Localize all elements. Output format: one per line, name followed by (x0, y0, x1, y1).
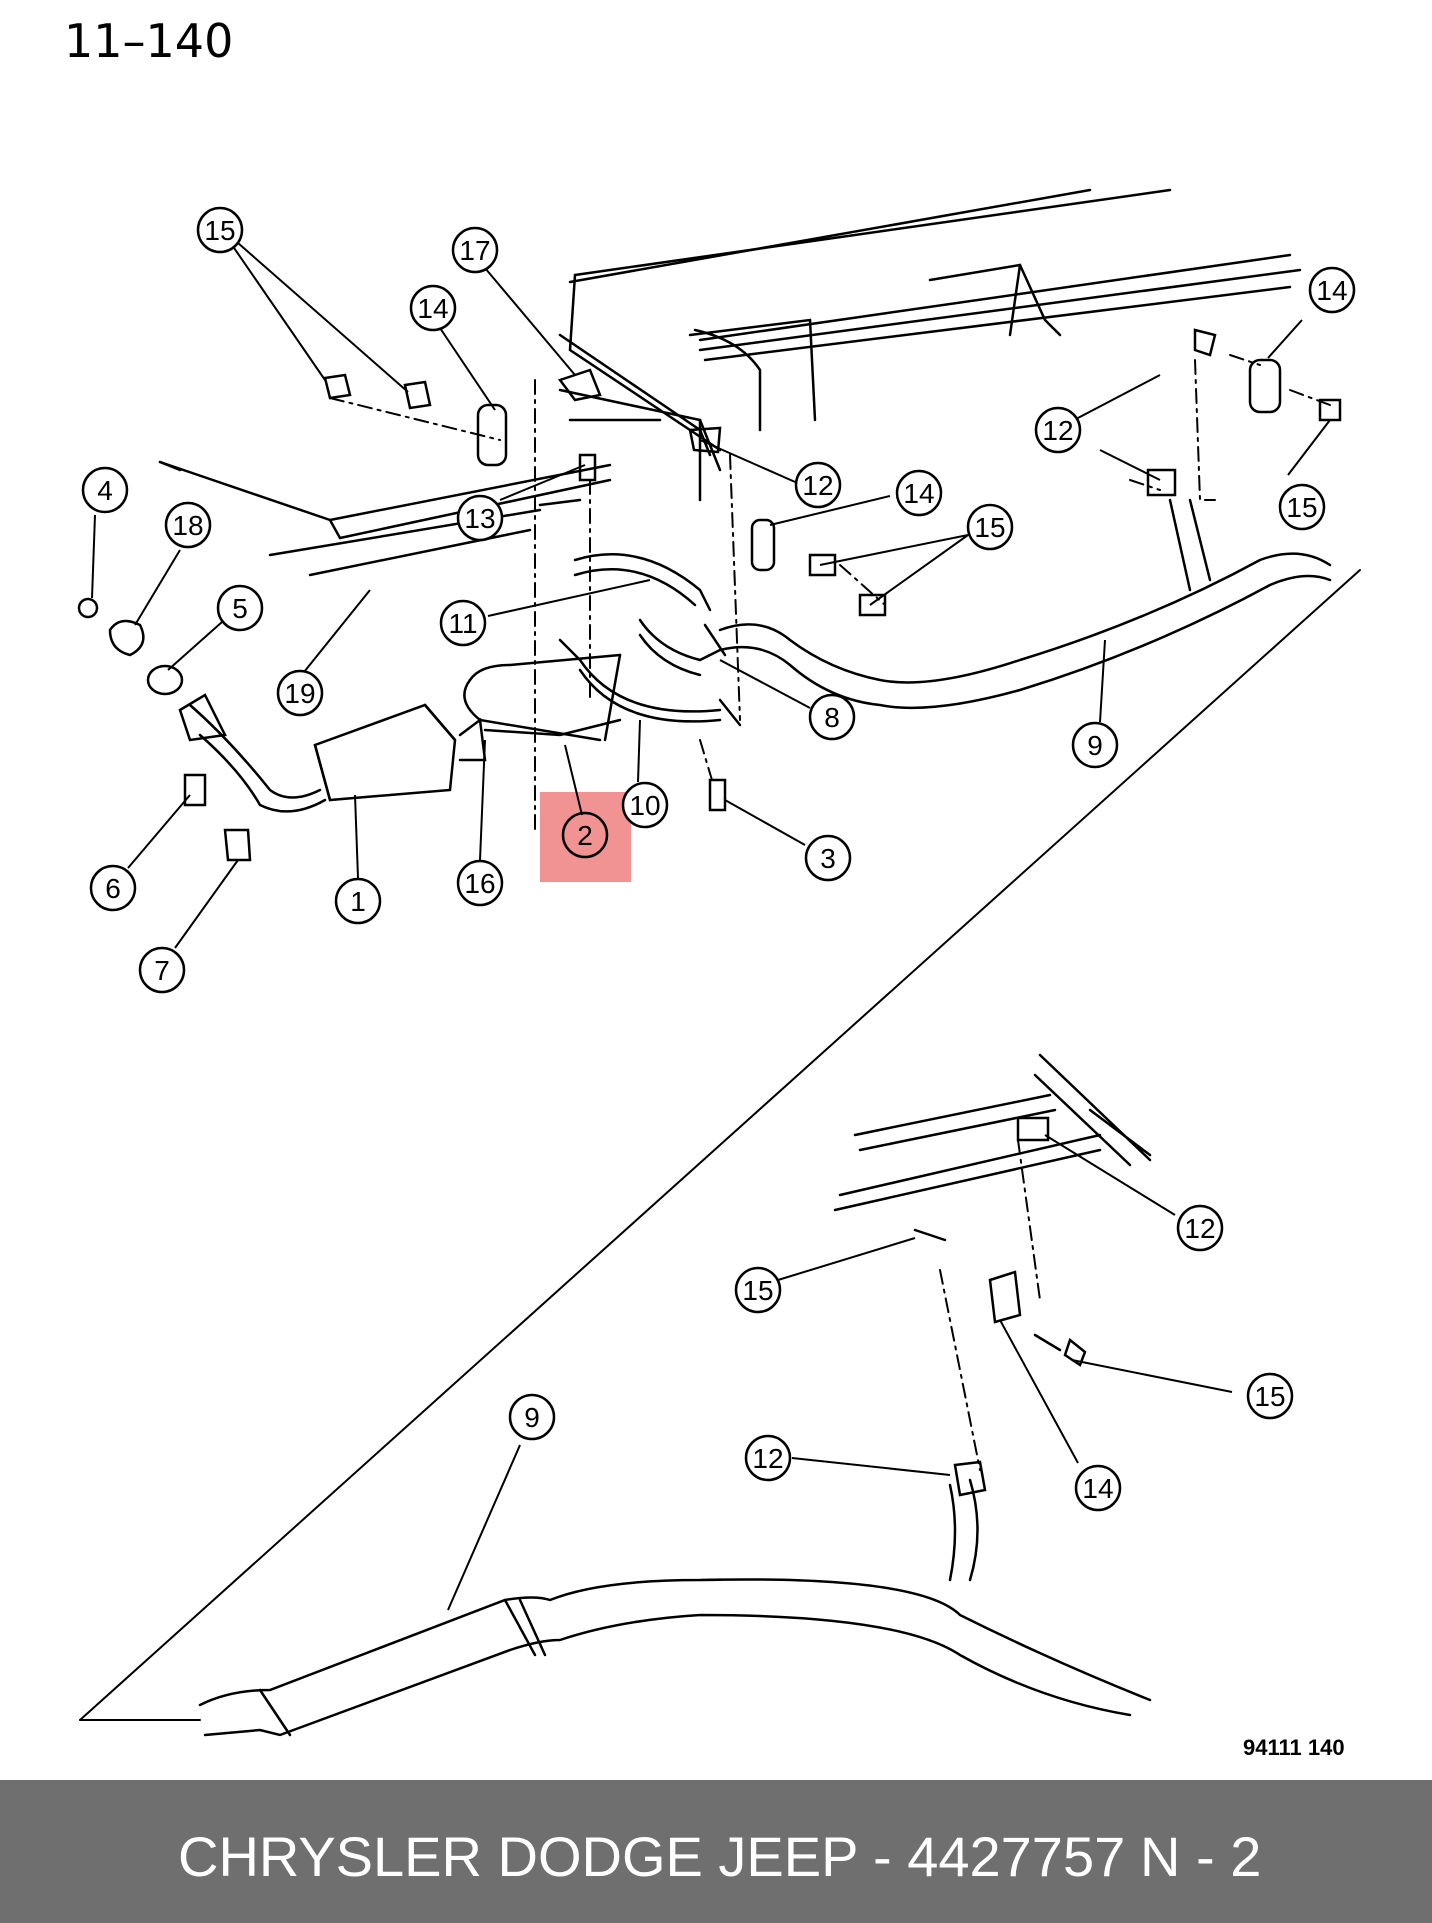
callout-1: 1 (334, 877, 382, 925)
svg-text:4: 4 (97, 475, 113, 506)
exhaust-system-diagram: 15 17 14 14 12 12 13 15 14 15 4 18 5 11 … (77, 188, 1361, 1737)
callout-18: 18 (164, 501, 212, 549)
callout-12: 12 (1034, 406, 1082, 454)
svg-text:15: 15 (974, 512, 1005, 543)
callout-11: 11 (439, 599, 487, 647)
callout-14: 14 (1074, 1464, 1122, 1512)
tailpipe-upper (703, 498, 1332, 710)
tailpipe-lower (198, 1460, 1152, 1737)
svg-text:15: 15 (1286, 492, 1317, 523)
callout-14: 14 (409, 284, 457, 332)
callout-2: 2 (561, 811, 609, 859)
callout-6: 6 (89, 864, 137, 912)
svg-text:10: 10 (629, 790, 660, 821)
callout-16: 16 (456, 859, 504, 907)
svg-text:11: 11 (448, 608, 477, 639)
callout-13: 13 (456, 494, 504, 542)
muffler (463, 653, 622, 742)
svg-text:15: 15 (1254, 1381, 1285, 1412)
figure-number: 94111 140 (1243, 1735, 1345, 1760)
svg-text:1: 1 (350, 886, 366, 917)
svg-text:15: 15 (204, 215, 235, 246)
callout-8: 8 (808, 693, 856, 741)
callout-15: 15 (1246, 1372, 1294, 1420)
guide-lines (329, 354, 1331, 836)
svg-text:5: 5 (232, 593, 248, 624)
callout-5: 5 (216, 584, 264, 632)
svg-text:14: 14 (1082, 1473, 1113, 1504)
callout-12: 12 (794, 461, 842, 509)
part-title: CHRYSLER DODGE JEEP - 4427757 (178, 1825, 1126, 1888)
svg-text:12: 12 (802, 470, 833, 501)
callout-12: 12 (744, 1434, 792, 1482)
svg-text:7: 7 (154, 955, 170, 986)
hanger-bracket (558, 553, 742, 727)
svg-text:16: 16 (464, 868, 495, 899)
highlight-box (540, 792, 631, 882)
svg-text:2: 2 (577, 820, 593, 851)
svg-text:15: 15 (742, 1275, 773, 1306)
callout-10: 10 (621, 781, 669, 829)
callout-9: 9 (508, 1393, 556, 1441)
svg-text:17: 17 (459, 235, 490, 266)
guide-lines-detail (939, 1139, 1041, 1471)
svg-text:12: 12 (752, 1443, 783, 1474)
svg-text:19: 19 (284, 678, 315, 709)
svg-text:3: 3 (820, 843, 836, 874)
callout-7: 7 (138, 946, 186, 994)
callout-15: 15 (734, 1266, 782, 1314)
svg-text:8: 8 (824, 702, 840, 733)
callout-15: 15 (1278, 483, 1326, 531)
svg-text:14: 14 (1316, 275, 1347, 306)
footer-bar: CHRYSLER DODGE JEEP - 4427757 N - 2 (0, 1780, 1432, 1923)
isolators-and-fasteners (77, 328, 1342, 862)
callouts: 15 17 14 14 12 12 13 15 14 15 4 18 5 11 … (81, 206, 1356, 1512)
crossmember (558, 388, 722, 502)
leader-lines (91, 242, 1331, 1611)
svg-text:14: 14 (417, 293, 448, 324)
callout-17: 17 (451, 226, 499, 274)
isolator-detail (913, 1228, 1087, 1367)
frame-rail-detail (833, 1053, 1152, 1212)
callout-15: 15 (966, 503, 1014, 551)
detail-boundary (79, 569, 1361, 1721)
callout-12: 12 (1176, 1204, 1224, 1252)
callout-4: 4 (81, 466, 129, 514)
frame-rail (158, 188, 1302, 577)
callout-19: 19 (276, 669, 324, 717)
svg-text:14: 14 (903, 478, 934, 509)
svg-text:18: 18 (172, 510, 203, 541)
svg-text:9: 9 (1087, 730, 1103, 761)
callout-9: 9 (1071, 721, 1119, 769)
svg-text:6: 6 (105, 873, 121, 904)
callout-14: 14 (1308, 266, 1356, 314)
svg-text:12: 12 (1042, 415, 1073, 446)
page-code: 11–140 (64, 14, 234, 68)
callout-14: 14 (895, 469, 943, 517)
callout-15: 15 (196, 206, 244, 254)
page-indicator: N - 2 (1140, 1825, 1262, 1888)
svg-text:13: 13 (464, 503, 495, 534)
catalytic-converter (313, 703, 487, 802)
svg-text:12: 12 (1184, 1213, 1215, 1244)
callout-3: 3 (804, 834, 852, 882)
svg-text:9: 9 (524, 1402, 540, 1433)
exhaust-pipe (178, 693, 327, 813)
